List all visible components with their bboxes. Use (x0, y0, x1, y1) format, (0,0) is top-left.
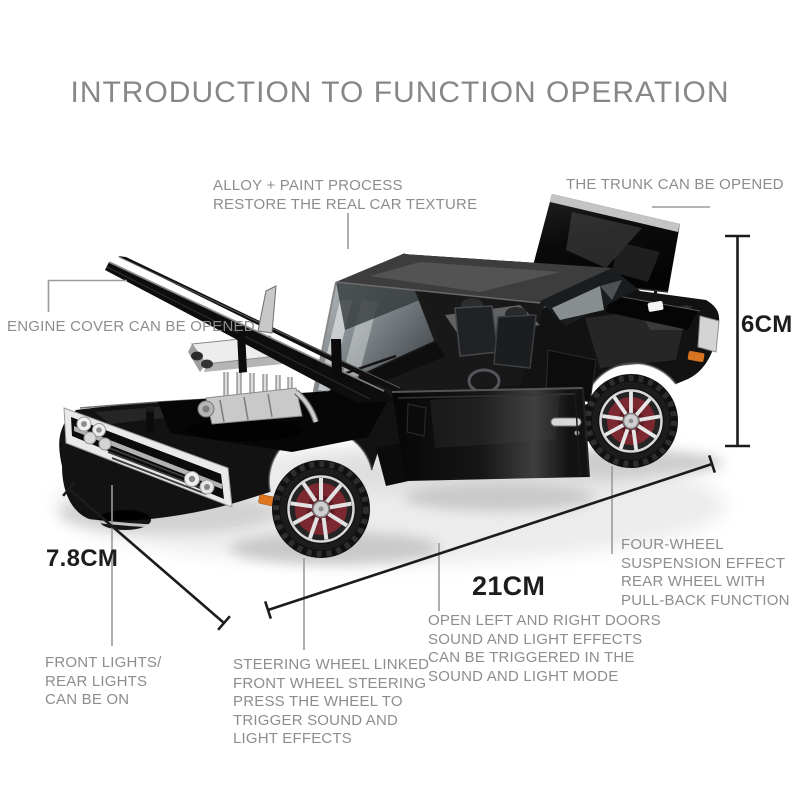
page-title: INTRODUCTION TO FUNCTION OPERATION (70, 76, 730, 109)
hood-hinge (257, 285, 277, 334)
front-wheel (272, 460, 370, 558)
open-door (391, 387, 590, 481)
callout-label-trunk: THE TRUNK CAN BE OPENED (566, 176, 784, 193)
callout-label-front-lights: FRONT LIGHTS/ REAR LIGHTS CAN BE ON (45, 654, 162, 708)
dimension-label-length: 21CM (472, 571, 546, 601)
seat-near (493, 307, 537, 369)
callout-label-suspension: FOUR-WHEEL SUSPENSION EFFECT REAR WHEEL … (621, 536, 790, 609)
seat-far (454, 298, 499, 357)
callout-label-doors: OPEN LEFT AND RIGHT DOORS SOUND AND LIGH… (428, 612, 661, 685)
dimension-line-height (725, 234, 750, 448)
callout-line-engine-cover (47, 279, 127, 312)
callout-label-steering: STEERING WHEEL LINKED FRONT WHEEL STEERI… (233, 656, 430, 747)
side-marker-rear (687, 351, 705, 363)
front-grille (63, 407, 241, 530)
door-handle (550, 417, 582, 427)
hood (105, 256, 402, 433)
dimension-label-width: 7.8CM (46, 545, 119, 572)
dimension-lines (62, 234, 750, 631)
callout-label-engine-cover: ENGINE COVER CAN BE OPENED (7, 318, 255, 335)
dimension-line-length (263, 454, 717, 620)
rear-wheel (584, 374, 678, 468)
rear-bumper-chrome (697, 315, 720, 353)
dimension-label-height: 6CM (741, 311, 793, 338)
roof (336, 254, 612, 303)
hood-pin (146, 409, 154, 433)
headlights-right (184, 471, 215, 495)
greenhouse (312, 253, 638, 404)
car-model (59, 194, 720, 558)
rear-deck-badge (647, 300, 664, 312)
hood-panel (105, 262, 396, 403)
door-pocket (406, 403, 427, 437)
callout-label-alloy-paint: ALLOY + PAINT PROCESS RESTORE THE REAL C… (213, 177, 478, 213)
dimension-line-width (62, 481, 231, 631)
headlights-left (76, 416, 112, 451)
